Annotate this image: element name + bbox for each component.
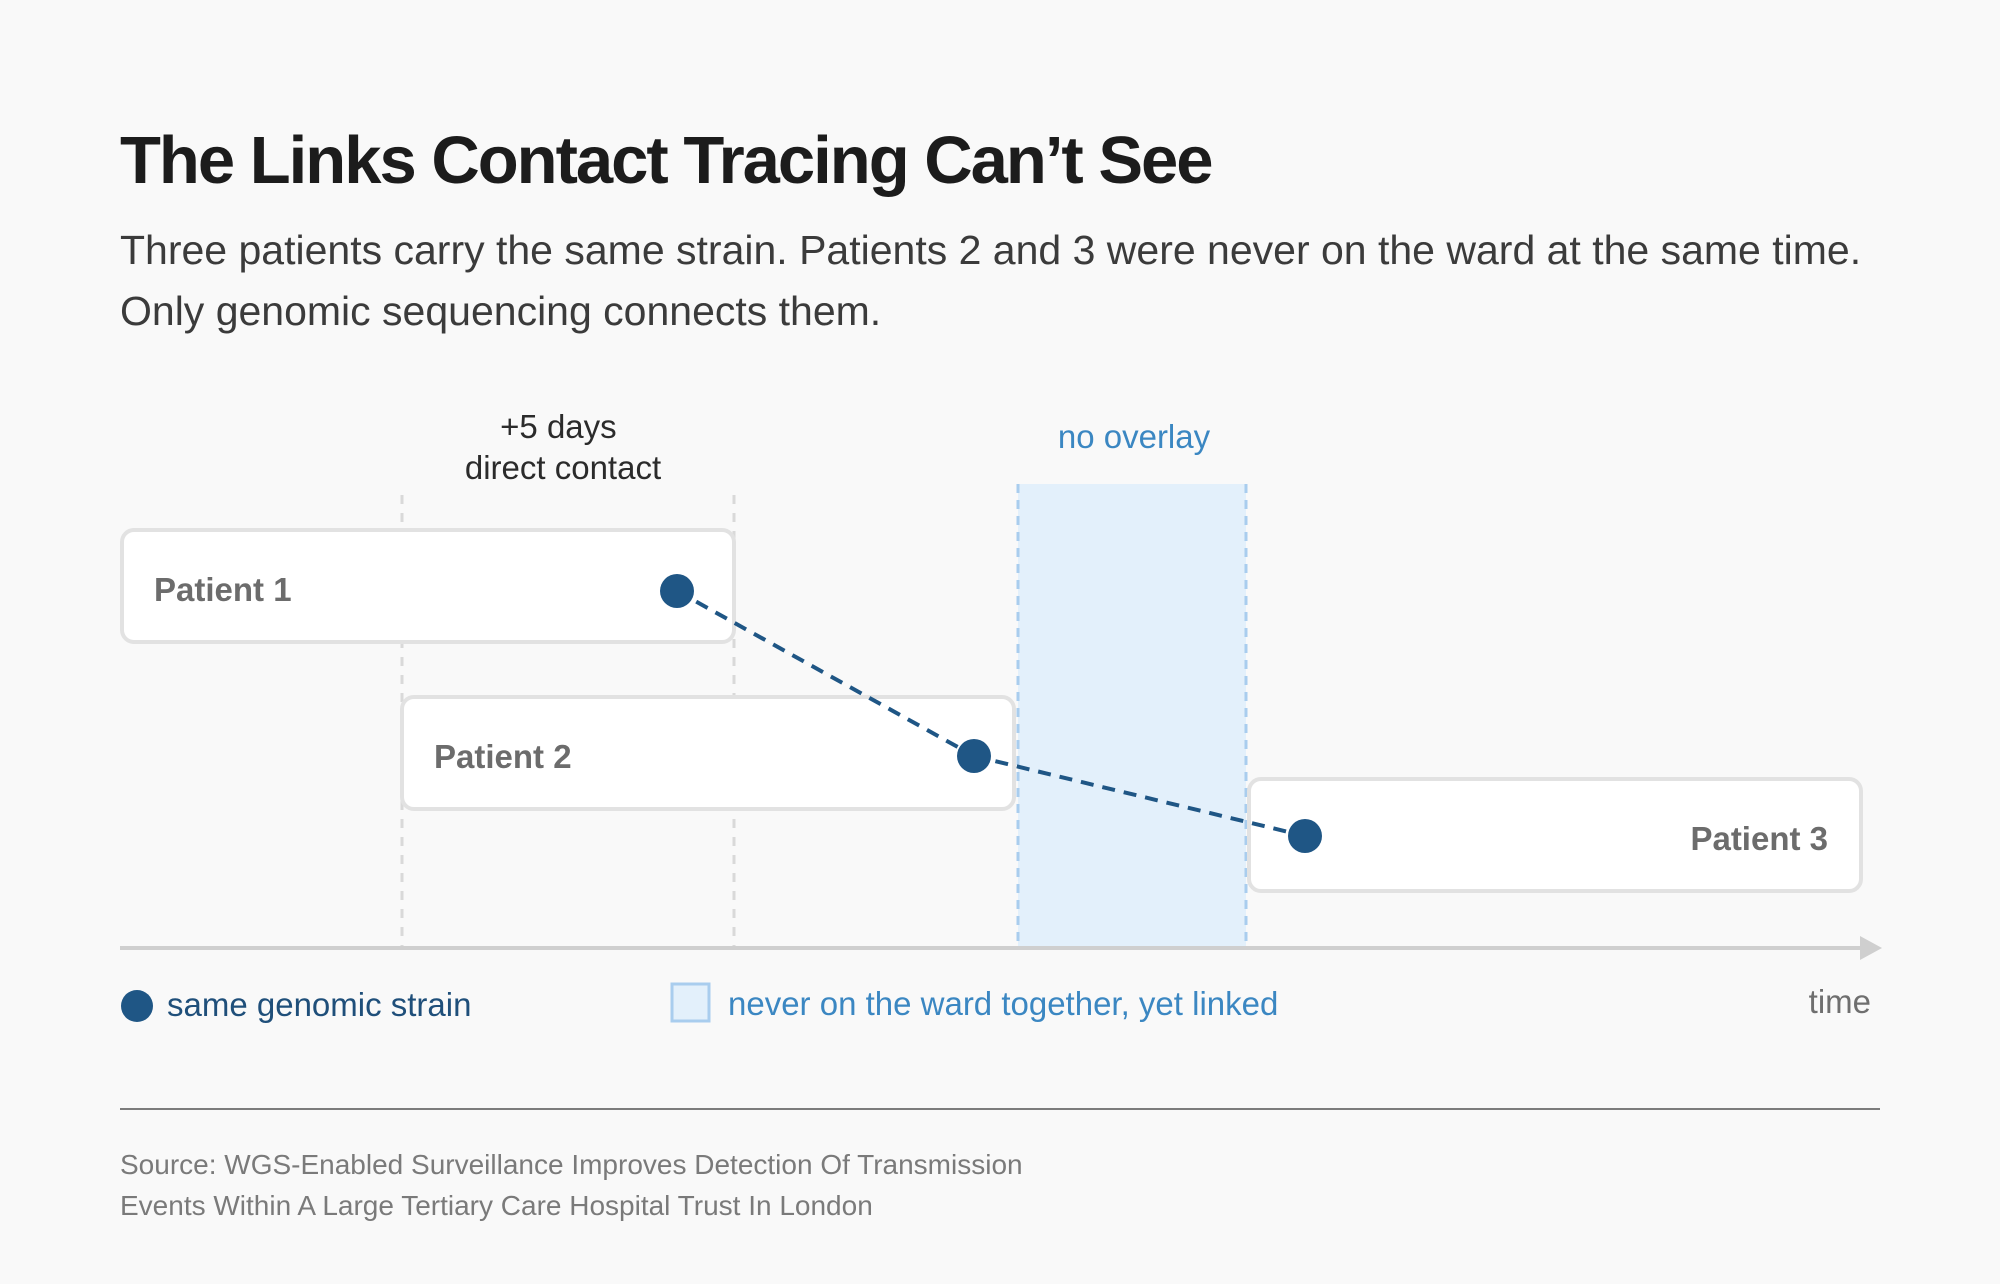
contact-window-label-line-2: direct contact — [465, 449, 661, 486]
patient-2-strain-dot — [957, 739, 991, 773]
footer-divider — [120, 1108, 1880, 1110]
contact-window-label: +5 days direct contact — [465, 408, 661, 486]
timeline-diagram: +5 days direct contact no overlay Patien… — [120, 408, 1882, 1023]
source-line-1: Source: WGS-Enabled Surveillance Improve… — [120, 1149, 1023, 1180]
legend-gap-swatch — [670, 982, 711, 1023]
patient-2-stay-bar — [400, 695, 1016, 811]
source-line-2: Events Within A Large Tertiary Care Hosp… — [120, 1190, 873, 1221]
legend-strain-dot — [121, 990, 153, 1022]
diagram-subtitle: Three patients carry the same strain. Pa… — [120, 227, 1862, 334]
patient-3-strain-dot — [1288, 819, 1322, 853]
patient-3-stay-bar — [1247, 777, 1863, 893]
patient-3-label: Patient 3 — [1690, 820, 1828, 857]
strain-link-2-to-3 — [973, 754, 1306, 838]
legend-strain-label: same genomic strain — [167, 986, 471, 1023]
strain-link-1-to-2 — [676, 589, 975, 758]
patient-1-strain-dot — [660, 574, 694, 608]
no-overlap-gap-band — [1018, 484, 1246, 946]
patient-1-label: Patient 1 — [154, 571, 292, 608]
contact-window-label-line-1: +5 days — [500, 408, 617, 445]
no-overlap-label: no overlay — [1058, 418, 1211, 455]
time-axis-label: time — [1809, 983, 1871, 1020]
time-axis-arrowhead — [1860, 936, 1882, 960]
source-citation: Source: WGS-Enabled Surveillance Improve… — [120, 1144, 1023, 1226]
diagram-title: The Links Contact Tracing Can’t See — [120, 123, 1214, 198]
legend-gap-label: never on the ward together, yet linked — [728, 985, 1278, 1022]
patient-1-stay-bar — [120, 528, 736, 644]
patient-2-label: Patient 2 — [434, 738, 572, 775]
